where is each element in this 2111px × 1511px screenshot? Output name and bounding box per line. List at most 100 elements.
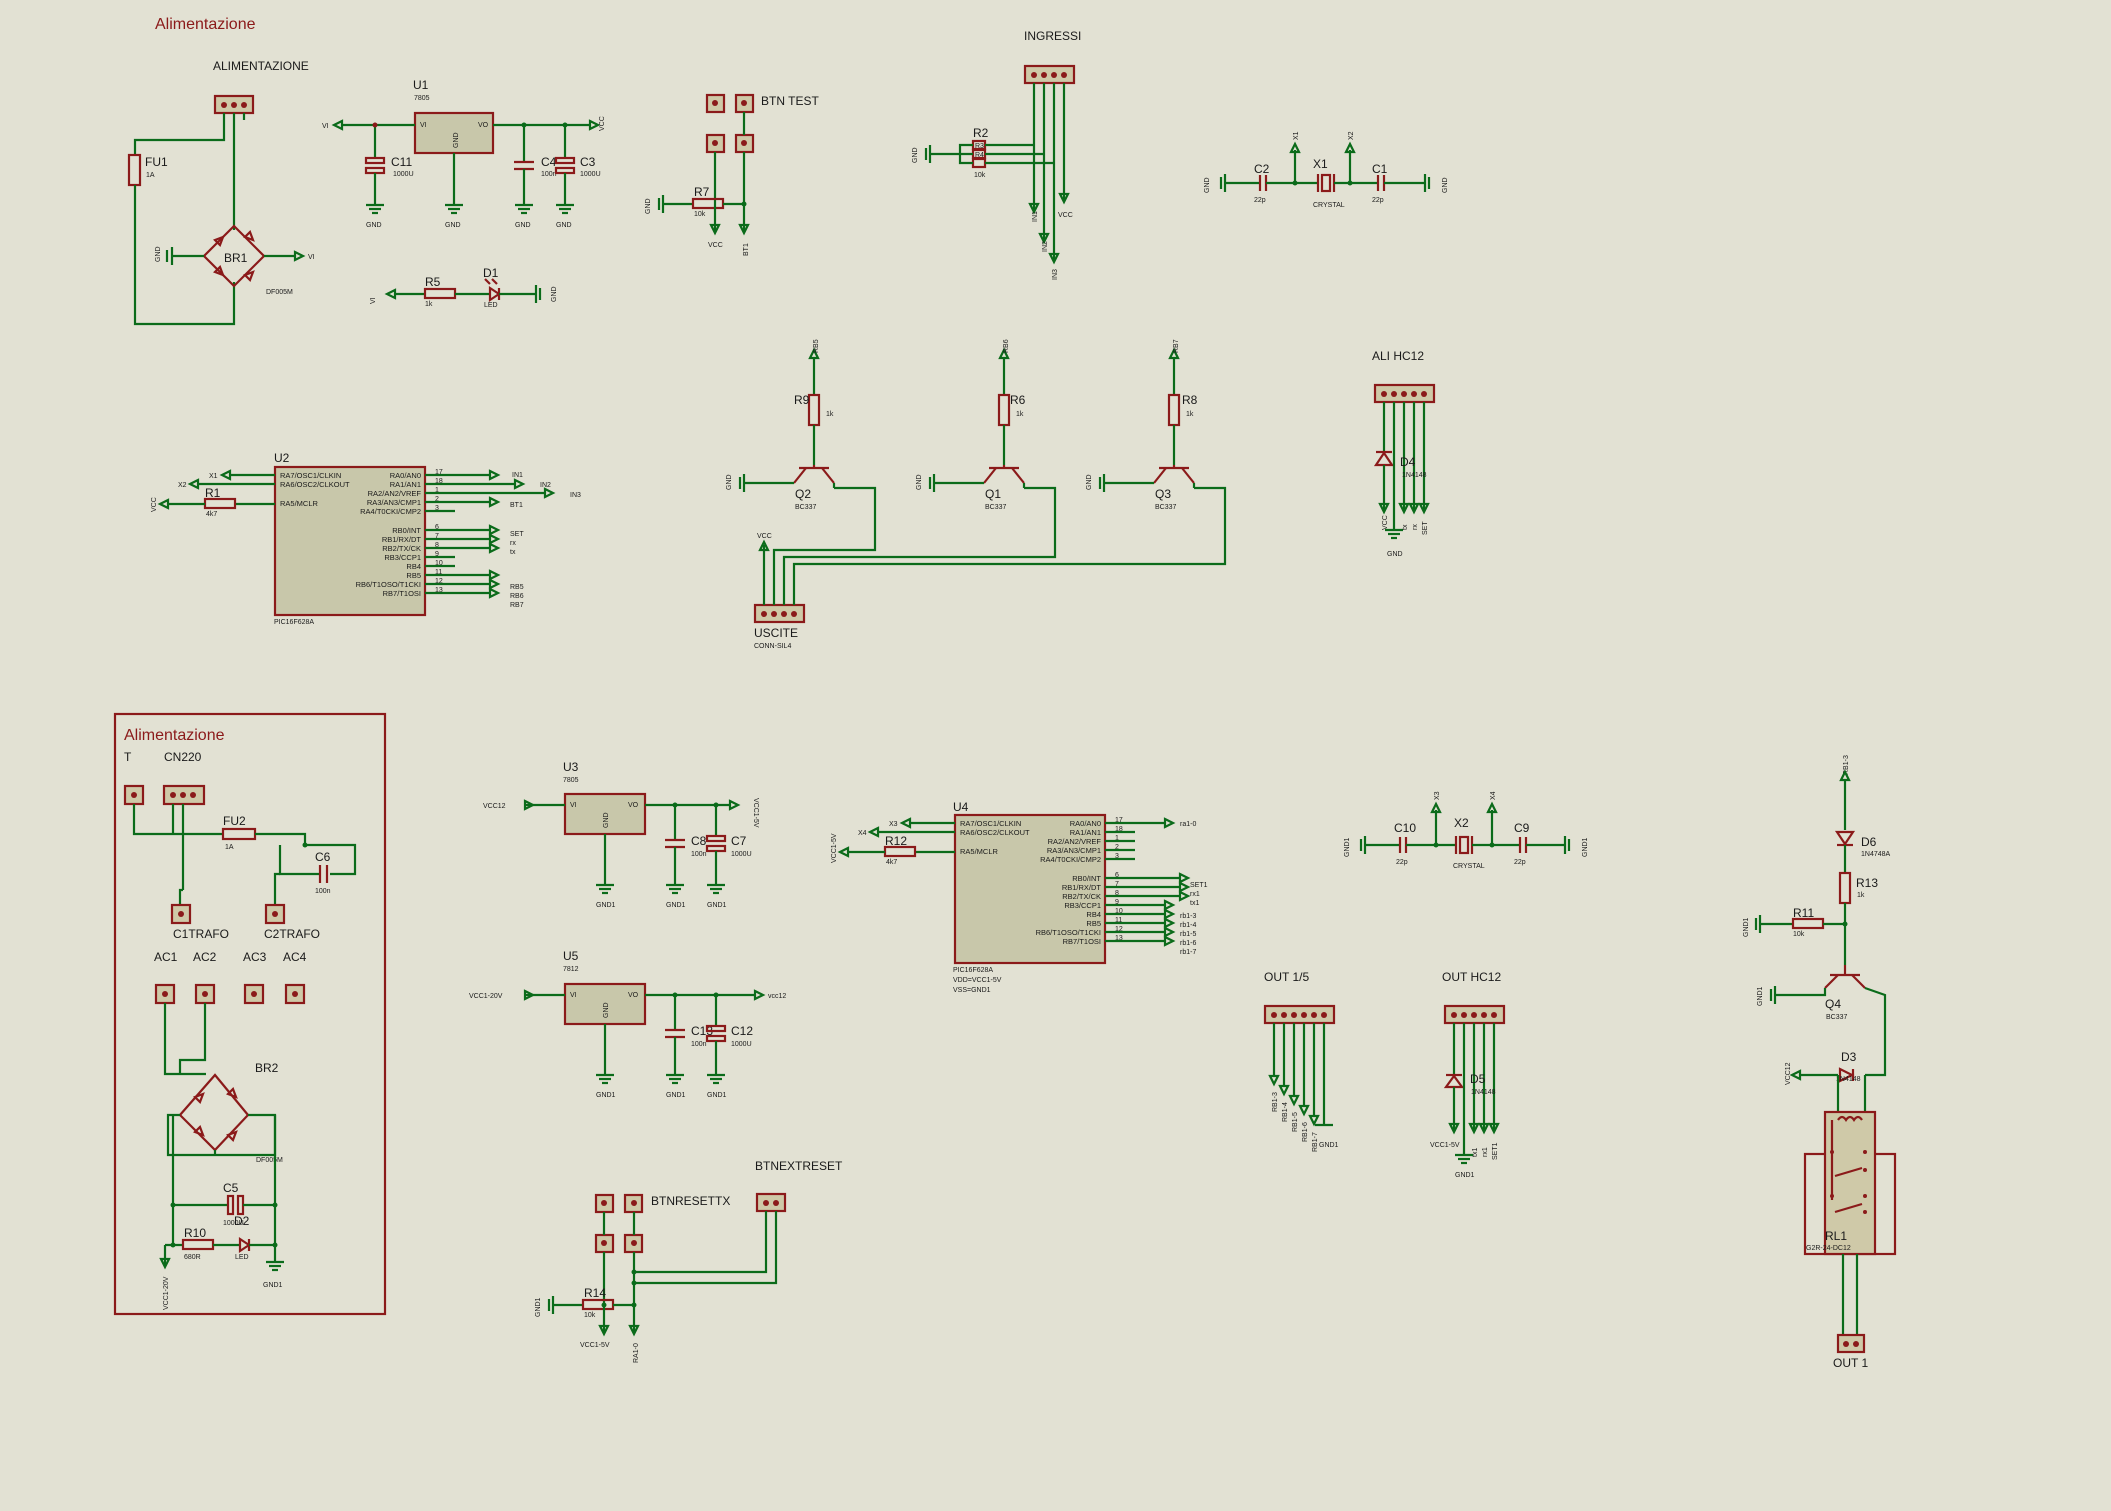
resistor-r13[interactable] <box>1838 871 1852 905</box>
r13-ref: R13 <box>1856 876 1878 890</box>
d5-value: 1N4148 <box>1471 1089 1496 1096</box>
btn-test[interactable] <box>705 93 755 154</box>
fuse-fu2[interactable] <box>221 827 257 841</box>
crystal-x2[interactable] <box>1454 835 1474 855</box>
resistor-r12[interactable] <box>883 845 917 858</box>
net-rb13-out: RB1-3 <box>1272 1092 1279 1112</box>
conn-ac1[interactable] <box>154 983 176 1005</box>
resistor-r10[interactable] <box>181 1238 215 1251</box>
d1-ref: D1 <box>483 266 499 280</box>
net-rb5-u2: RB5 <box>510 584 524 591</box>
conn-outhc12[interactable] <box>1443 1004 1506 1025</box>
resistor-r14[interactable] <box>581 1298 615 1311</box>
btn-reset-tx[interactable] <box>594 1193 644 1254</box>
zener-d6[interactable] <box>1834 830 1856 847</box>
relay-rl1[interactable] <box>1803 1110 1897 1256</box>
u4-pin-num-2: 1 <box>1115 835 1119 842</box>
btn-ext-reset[interactable] <box>755 1192 787 1213</box>
regulator-u3[interactable] <box>563 792 647 836</box>
ali-hc12-label: ALI HC12 <box>1372 349 1424 363</box>
ingressi-label: INGRESSI <box>1024 29 1081 43</box>
q3-base-resistor[interactable] <box>1167 393 1181 427</box>
diode-d5[interactable] <box>1443 1073 1465 1089</box>
ac4-label: AC4 <box>283 950 307 964</box>
net-gnd-ingressi: GND <box>912 147 919 163</box>
net-gnd1-u5: GND1 <box>596 1092 616 1099</box>
u4-pin-num-3: 2 <box>1115 844 1119 851</box>
resistor-r11[interactable] <box>1791 917 1825 930</box>
mcu-u4[interactable] <box>953 813 1107 965</box>
conn-out15[interactable] <box>1263 1004 1336 1025</box>
u4-pin-num-8: 9 <box>1115 899 1119 906</box>
c4-value: 100n <box>541 171 557 178</box>
c13-value: 100n <box>691 1041 707 1048</box>
conn-ingressi[interactable] <box>1023 64 1076 85</box>
q4-value: BC337 <box>1826 1014 1848 1021</box>
u2-pin-num-7: 8 <box>435 542 439 549</box>
c7-ref: C7 <box>731 834 747 848</box>
diode-d4[interactable] <box>1373 450 1395 467</box>
net-vcc-uscite: VCC <box>757 533 772 540</box>
q2-base-resistor[interactable] <box>807 393 821 427</box>
r12-ref: R12 <box>885 834 907 848</box>
u2-pin-4: RA4/T0CKI/CMP2 <box>360 507 421 516</box>
bridge-br1[interactable] <box>202 224 266 288</box>
transistor-q4[interactable] <box>1824 965 1866 989</box>
net-rx1-hc12: rx1 <box>1482 1147 1489 1157</box>
resistor-r7[interactable] <box>691 197 725 210</box>
conn-ac2[interactable] <box>194 983 216 1005</box>
u4-pin-num-10: 11 <box>1115 917 1122 924</box>
u5-vi-pin: VI <box>570 992 577 999</box>
net-vcc15v-r14: VCC1-5V <box>580 1342 610 1349</box>
conn-ac4[interactable] <box>284 983 306 1005</box>
q2-transistor-collector <box>821 467 835 484</box>
r12-value: 4k7 <box>886 859 897 866</box>
conn-alimentazione[interactable] <box>213 94 255 115</box>
led-d1[interactable] <box>484 278 501 303</box>
u2-pin-arrow-1 <box>513 478 526 490</box>
c12-ref: C12 <box>731 1024 753 1038</box>
u4-pin-num-1: 18 <box>1115 826 1123 833</box>
conn-cn220[interactable] <box>162 784 206 806</box>
conn-out1[interactable] <box>1836 1333 1866 1354</box>
conn-c2trafo[interactable] <box>264 903 286 925</box>
q1-base-resistor[interactable] <box>997 393 1011 427</box>
conn-uscite[interactable] <box>753 603 806 624</box>
net-set1-u4: SET1 <box>1190 882 1208 889</box>
u1-gnd-pin: GND <box>453 132 460 148</box>
net-gnd1-c8: GND1 <box>666 902 686 909</box>
conn-t[interactable] <box>123 784 145 806</box>
net-rb7-q3: RB7 <box>1173 339 1180 353</box>
resistor-r5[interactable] <box>423 287 457 300</box>
fu1-ref: FU1 <box>145 155 168 169</box>
c2-ref: C2 <box>1254 162 1270 176</box>
r1-value: 4k7 <box>206 511 217 518</box>
resistor-r1[interactable] <box>203 497 237 510</box>
t-label: T <box>124 750 132 764</box>
u2-pin-10: RB5 <box>406 571 421 580</box>
u2-pin-6: RB1/RX/DT <box>382 535 422 544</box>
net-gnd-c4: GND <box>515 222 531 229</box>
led-d2[interactable] <box>238 1236 251 1254</box>
conn-ac3[interactable] <box>243 983 265 1005</box>
rl1-ref: RL1 <box>1825 1229 1847 1243</box>
conn-c1trafo[interactable] <box>170 903 192 925</box>
q4-ref: Q4 <box>1825 997 1841 1011</box>
diode-d3[interactable] <box>1838 1067 1855 1083</box>
crystal-x1[interactable] <box>1316 173 1336 193</box>
q3-transistor-emitter <box>1153 467 1167 484</box>
net-vcc120v-u5: VCC1-20V <box>469 993 503 1000</box>
d5-ref: D5 <box>1470 1072 1486 1086</box>
net-gnd-q3: GND <box>1086 474 1093 490</box>
regulator-u1[interactable] <box>413 111 495 155</box>
fuse-fu1[interactable] <box>127 153 142 187</box>
net-rb6-u2: RB6 <box>510 593 524 600</box>
net-gnd1-hc12: GND1 <box>1455 1172 1475 1179</box>
u4-pin-4: RA4/T0CKI/CMP2 <box>1040 855 1101 864</box>
mcu-u2[interactable] <box>273 465 427 617</box>
conn-ali-hc12[interactable] <box>1373 383 1436 404</box>
bridge-br2[interactable] <box>178 1073 250 1152</box>
net-rx-hc12: rx <box>1412 524 1419 530</box>
net-in3-u2: IN3 <box>570 492 581 499</box>
u2-pin-arrow-12 <box>488 587 501 599</box>
